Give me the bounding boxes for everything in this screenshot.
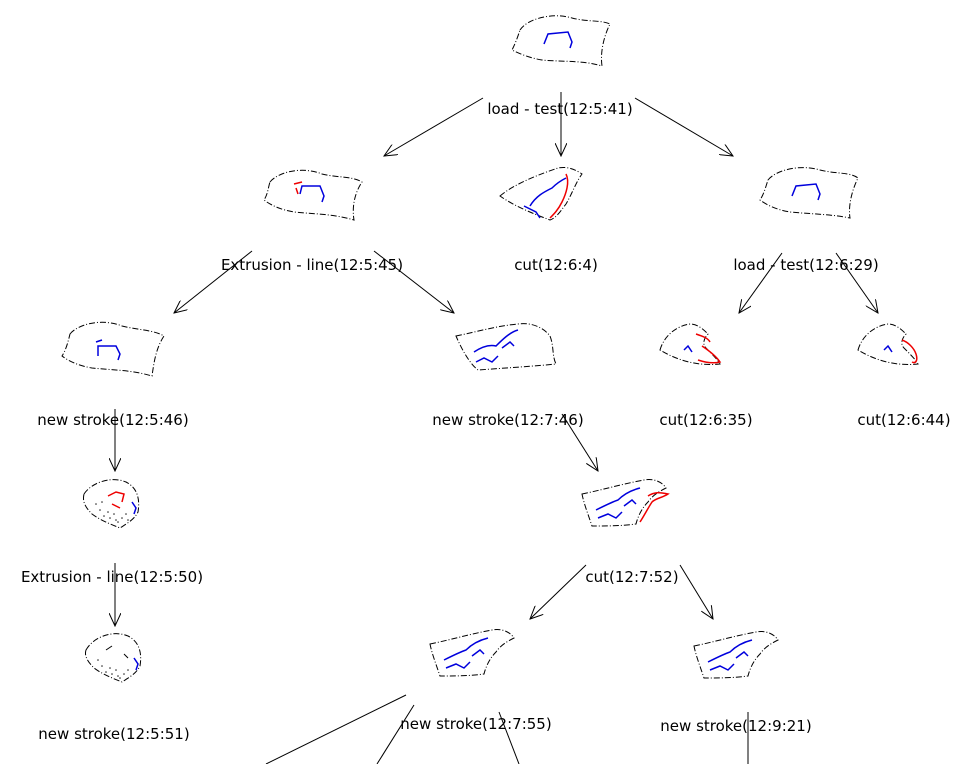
label-cut-12-6-44[interactable]: cut(12:6:44): [857, 411, 950, 429]
edge-stroke-d-offpage-1: [265, 694, 407, 764]
label-extrusion-12-5-50[interactable]: Extrusion - line(12:5:50): [21, 568, 203, 586]
thumb-stroke-b[interactable]: [455, 323, 557, 371]
edge-cut-d-to-stroke-d: [530, 564, 587, 619]
thumb-load-b[interactable]: [759, 167, 859, 219]
thumb-stroke-a[interactable]: [61, 321, 165, 377]
label-new-stroke-12-7-46[interactable]: new stroke(12:7:46): [432, 411, 583, 429]
label-load-test-12-6-29[interactable]: load - test(12:6:29): [733, 256, 878, 274]
label-new-stroke-12-5-46[interactable]: new stroke(12:5:46): [37, 411, 188, 429]
label-new-stroke-12-5-51[interactable]: new stroke(12:5:51): [38, 725, 189, 743]
thumb-root[interactable]: [511, 15, 611, 67]
label-cut-12-6-4[interactable]: cut(12:6:4): [514, 256, 598, 274]
thumb-cut-b[interactable]: [659, 323, 722, 365]
thumb-stroke-e[interactable]: [693, 631, 779, 679]
thumb-stroke-d[interactable]: [429, 629, 515, 677]
label-load-test-12-5-41[interactable]: load - test(12:5:41): [487, 100, 632, 118]
edge-extrusion-to-stroke-a: [174, 250, 253, 313]
thumb-stroke-c[interactable]: [85, 633, 142, 683]
thumb-cut-c[interactable]: [857, 323, 919, 365]
edge-extrusion-to-stroke-b: [373, 250, 454, 313]
label-cut-12-7-52[interactable]: cut(12:7:52): [585, 568, 678, 586]
label-extrusion-12-5-45[interactable]: Extrusion - line(12:5:45): [221, 256, 403, 274]
edge-stroke-d-offpage-2: [376, 704, 415, 764]
thumb-cut-d[interactable]: [581, 479, 670, 527]
edge-stroke-d-offpage-3: [498, 711, 520, 764]
thumbnails: [61, 15, 919, 683]
edge-load-to-cut-c: [835, 252, 878, 313]
edge-root-to-load: [634, 97, 733, 156]
edge-load-to-cut-b: [739, 252, 783, 313]
thumb-cut-a[interactable]: [499, 167, 583, 221]
label-new-stroke-12-7-55[interactable]: new stroke(12:7:55): [400, 715, 551, 733]
labels: load - test(12:5:41) Extrusion - line(12…: [21, 100, 951, 743]
edges: [115, 92, 878, 764]
label-new-stroke-12-9-21[interactable]: new stroke(12:9:21): [660, 717, 811, 735]
edge-stroke-b-to-cut-d: [561, 413, 598, 471]
thumb-extrusion-a[interactable]: [263, 169, 363, 221]
edge-cut-d-to-stroke-e: [679, 564, 713, 619]
label-cut-12-6-35[interactable]: cut(12:6:35): [659, 411, 752, 429]
edge-root-to-extrusion: [384, 97, 484, 156]
thumb-extrusion-b[interactable]: [83, 479, 140, 529]
